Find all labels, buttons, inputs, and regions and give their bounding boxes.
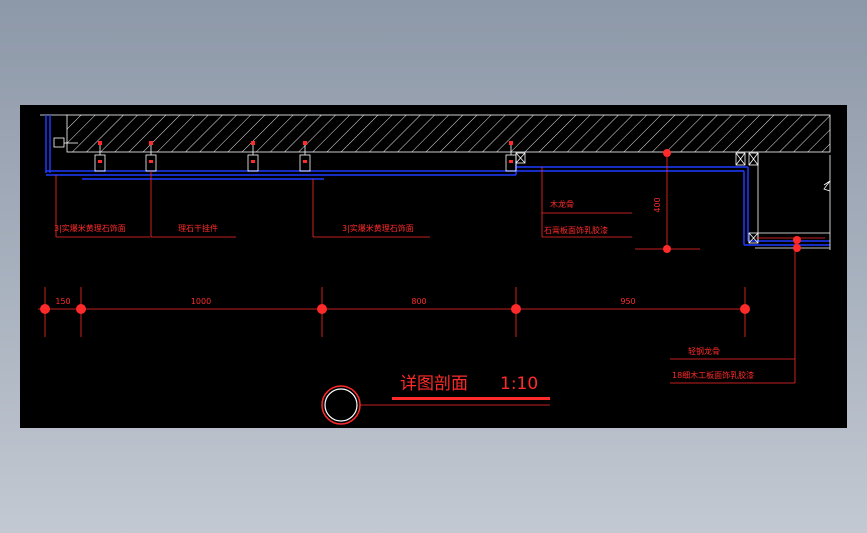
left-wall [45, 115, 78, 173]
callout-stone-hanger: 理石干挂件 [178, 223, 218, 233]
drawing-title: 详图剖面 [400, 374, 468, 394]
dimension-150: 150 [55, 297, 70, 306]
callout-steel-joist: 轻钢龙骨 [688, 346, 720, 356]
callout-plywood-board: 18细木工板面饰乳胶漆 [672, 370, 754, 380]
drawing-scale: 1:10 [500, 374, 538, 394]
section-drawing: 400 150 1000 800 950 3|实爆米黄理石饰面 理石干挂件 3|… [38, 114, 831, 425]
dimension-800: 800 [411, 297, 426, 306]
callout-marble-facing-left: 3|实爆米黄理石饰面 [54, 223, 126, 233]
timber-framing [515, 152, 831, 250]
callout-marble-facing-center: 3|实爆米黄理石饰面 [342, 223, 414, 233]
detail-symbol [321, 385, 550, 425]
dimension-1000: 1000 [191, 297, 211, 306]
vertical-dimension [635, 149, 801, 253]
callout-gypsum-board: 石膏板面饰乳胶漆 [544, 225, 608, 235]
title-underline [392, 397, 550, 400]
horizontal-dimension-chain [38, 287, 750, 337]
vertical-dimension-label: 400 [653, 197, 662, 212]
ceiling-boards [46, 161, 830, 246]
dimension-950: 950 [620, 297, 635, 306]
callout-timber-joist: 木龙骨 [550, 199, 574, 209]
stone-hanger-brackets [94, 145, 517, 172]
cad-drawing-canvas: 400 150 1000 800 950 3|实爆米黄理石饰面 理石干挂件 3|… [20, 105, 847, 428]
anchor-marks [98, 141, 513, 163]
concrete-slab [66, 114, 831, 153]
callout-leaders [55, 167, 825, 384]
